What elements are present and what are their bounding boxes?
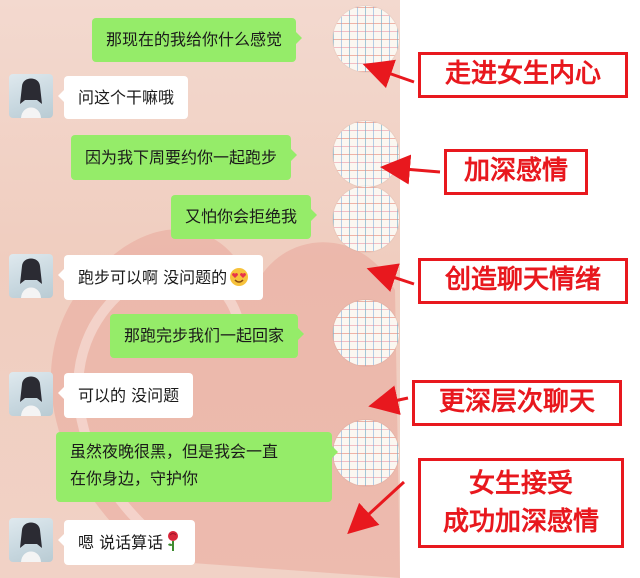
contact-avatar[interactable] (9, 74, 53, 118)
annotation-text: 更深层次聊天 (438, 387, 595, 417)
message-text-line: 在你身边，守护你 (70, 469, 199, 488)
annotation-text: 创造聊天情绪 (444, 265, 601, 295)
message-bubble-incoming[interactable]: 跑步可以啊 没问题的 (57, 255, 264, 300)
annotation-text: 加深感情 (463, 156, 568, 186)
message-bubble-outgoing[interactable]: 虽然夜晚很黑，但是我会一直 在你身边，守护你 (56, 432, 338, 502)
annotation-label: 更深层次聊天 (412, 380, 622, 426)
message-bubble-outgoing[interactable]: 那现在的我给你什么感觉 (92, 18, 303, 62)
my-avatar[interactable] (333, 6, 399, 72)
message-text-line: 虽然夜晚很黑，但是我会一直 (70, 442, 279, 461)
contact-avatar[interactable] (9, 254, 53, 298)
annotation-text: 走进女生内心 (444, 59, 601, 89)
message-bubble-outgoing[interactable]: 因为我下周要约你一起跑步 (71, 135, 298, 180)
annotation-label: 创造聊天情绪 (418, 258, 628, 304)
my-avatar[interactable] (333, 300, 399, 366)
message-bubble-incoming[interactable]: 嗯 说话算话 (57, 520, 196, 565)
message-text: 嗯 说话算话 (78, 533, 164, 552)
message-bubble-outgoing[interactable]: 又怕你会拒绝我 (171, 195, 318, 239)
annotation-label: 走进女生内心 (418, 52, 628, 98)
annotation-label: 加深感情 (444, 149, 588, 195)
heart-eyes-emoji (229, 259, 249, 304)
message-bubble-outgoing[interactable]: 那跑完步我们一起回家 (110, 314, 305, 358)
annotation-text: 成功加深感情 (442, 507, 599, 537)
contact-avatar[interactable] (9, 518, 53, 562)
my-avatar[interactable] (333, 420, 399, 486)
annotation-text: 女生接受 (468, 469, 573, 499)
message-bubble-incoming[interactable]: 问这个干嘛哦 (57, 76, 189, 119)
contact-avatar[interactable] (9, 372, 53, 416)
my-avatar[interactable] (333, 186, 399, 252)
annotation-label: 女生接受 成功加深感情 (418, 458, 624, 548)
my-avatar[interactable] (333, 121, 399, 187)
chat-panel: 那现在的我给你什么感觉 问这个干嘛哦 因为我下周要约你一起跑步 又怕你会拒绝我 … (0, 0, 400, 578)
rose-emoji (165, 524, 181, 569)
message-text: 跑步可以啊 没问题的 (78, 268, 228, 287)
message-bubble-incoming[interactable]: 可以的 没问题 (57, 373, 194, 418)
